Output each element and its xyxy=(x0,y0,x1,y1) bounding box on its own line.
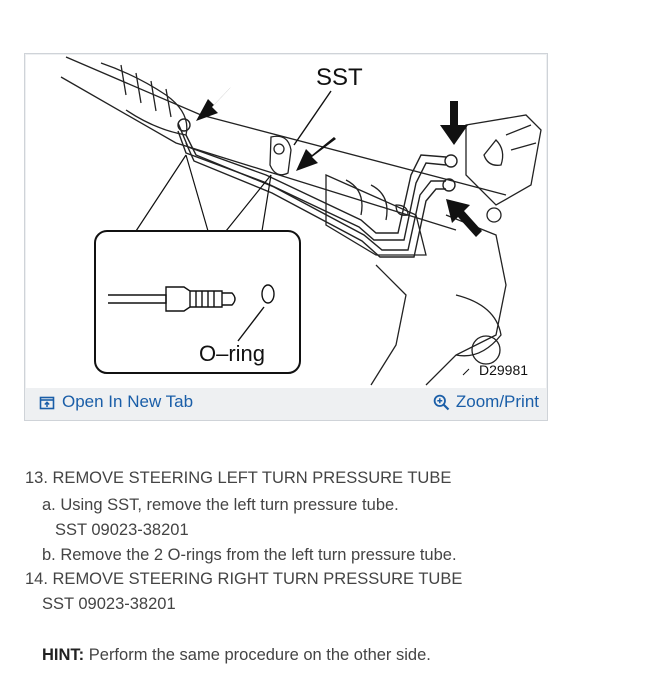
o-ring-detail-box: O–ring xyxy=(94,230,301,374)
pressure-tubes xyxy=(177,118,458,258)
hint-note: HINT: Perform the same procedure on the … xyxy=(42,645,431,665)
steering-tube-diagram: SST O–ring D29981 xyxy=(26,55,546,388)
step-13a-sst: SST 09023-38201 xyxy=(55,521,189,539)
zoom-print-label: Zoom/Print xyxy=(455,392,539,411)
open-in-new-tab-label: Open In New Tab xyxy=(62,392,194,411)
step-14-title: 14. REMOVE STEERING RIGHT TURN PRESSURE … xyxy=(25,570,463,588)
figure-panel: SST O–ring D29981 xyxy=(24,53,548,421)
step-13b: b. Remove the 2 O-rings from the left tu… xyxy=(42,546,457,564)
callout-arrows xyxy=(196,87,482,237)
open-new-tab-icon xyxy=(39,394,56,411)
figure-toolbar: Open In New Tab Zoom/Print xyxy=(26,388,546,420)
magnifier-plus-icon xyxy=(433,394,450,411)
step-13a: a. Using SST, remove the left turn press… xyxy=(42,496,399,514)
sst-callout: SST xyxy=(316,64,363,91)
steering-rack-drawing xyxy=(60,56,542,386)
zoom-print-link[interactable]: Zoom/Print xyxy=(433,392,539,412)
step-13-title: 13. REMOVE STEERING LEFT TURN PRESSURE T… xyxy=(25,469,452,487)
hint-label: HINT: xyxy=(42,646,85,664)
open-in-new-tab-link[interactable]: Open In New Tab xyxy=(39,392,193,412)
step-14-sst: SST 09023-38201 xyxy=(42,595,176,613)
o-ring-callout: O–ring xyxy=(199,341,265,366)
hint-text: Perform the same procedure on the other … xyxy=(84,646,431,664)
figure-code: D29981 xyxy=(479,362,528,378)
